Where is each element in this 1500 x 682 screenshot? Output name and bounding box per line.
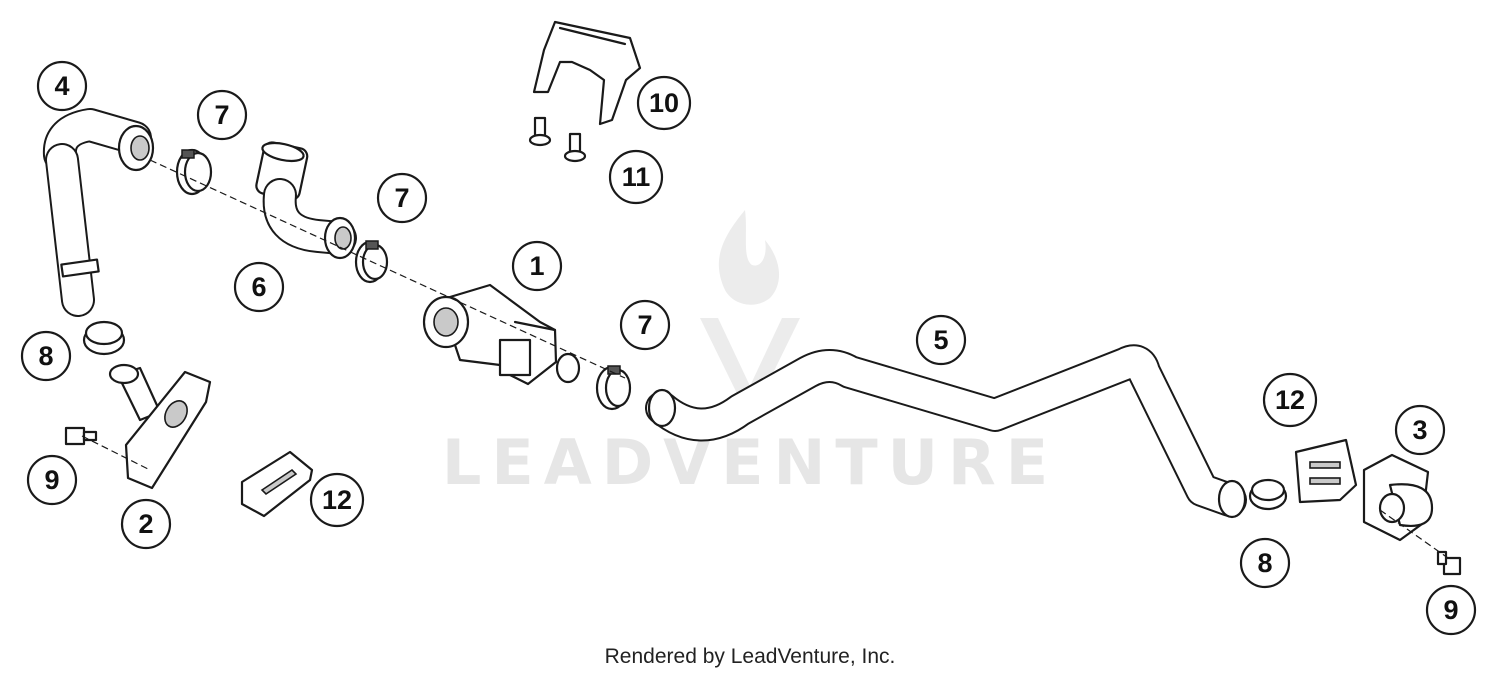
part-12-gasket-b (1294, 438, 1358, 504)
svg-text:8: 8 (38, 341, 53, 371)
credit-text: Rendered by LeadVenture, Inc. (604, 645, 896, 668)
callout-9b: 9 (1425, 584, 1477, 636)
svg-text:5: 5 (933, 325, 948, 355)
watermark-text: LEADVENTURE (442, 426, 1058, 499)
callout-12a: 12 (309, 472, 365, 528)
leader-lines (81, 159, 1449, 559)
callout-9a: 9 (26, 454, 78, 506)
watermark-flame-icon (718, 210, 780, 305)
callout-3: 3 (1394, 404, 1446, 456)
callout-7c: 7 (619, 299, 671, 351)
part-7-clamp-c (595, 365, 632, 411)
callout-8b: 8 (1239, 537, 1291, 589)
svg-text:2: 2 (138, 509, 153, 539)
svg-text:9: 9 (1443, 595, 1458, 625)
svg-text:8: 8 (1257, 548, 1272, 578)
svg-text:7: 7 (637, 310, 652, 340)
svg-text:4: 4 (54, 71, 69, 101)
part-12-gasket-a (240, 450, 314, 518)
part-10-bracket (532, 20, 642, 126)
svg-text:7: 7 (394, 183, 409, 213)
callout-4: 4 (36, 60, 88, 112)
callout-1: 1 (511, 240, 563, 292)
svg-text:7: 7 (214, 100, 229, 130)
part-5-hose (645, 344, 1247, 519)
watermark-v-icon (700, 318, 800, 420)
part-11-bolts (528, 116, 587, 163)
svg-text:1: 1 (529, 251, 544, 281)
svg-text:12: 12 (322, 485, 352, 515)
part-9-bolt-b (1436, 550, 1462, 576)
part-7-clamp-a (175, 148, 213, 196)
svg-text:12: 12 (1275, 385, 1305, 415)
callout-5: 5 (915, 314, 967, 366)
callout-8a: 8 (20, 330, 72, 382)
part-8-clamp-a (82, 320, 126, 356)
part-4-hose (42, 108, 155, 317)
svg-text:10: 10 (649, 88, 679, 118)
svg-text:3: 3 (1412, 415, 1427, 445)
part-7-clamp-b (354, 240, 389, 284)
callout-12b: 12 (1262, 372, 1318, 428)
part-1-thermostat-housing (422, 283, 581, 386)
callout-7b: 7 (376, 172, 428, 224)
part-6-hose (255, 141, 357, 260)
part-2-outlet-flange (108, 363, 212, 490)
part-9-bolt-a (64, 426, 98, 446)
part-8-clamp-b (1248, 478, 1288, 511)
callout-7a: 7 (196, 89, 248, 141)
part-3-inlet-flange (1362, 453, 1434, 542)
svg-text:6: 6 (251, 272, 266, 302)
callout-6: 6 (233, 261, 285, 313)
callout-10: 10 (636, 75, 692, 131)
svg-text:9: 9 (44, 465, 59, 495)
svg-text:11: 11 (622, 162, 651, 192)
callout-2: 2 (120, 498, 172, 550)
watermark: LEADVENTURE (442, 210, 1058, 499)
callout-11: 11 (608, 149, 664, 205)
